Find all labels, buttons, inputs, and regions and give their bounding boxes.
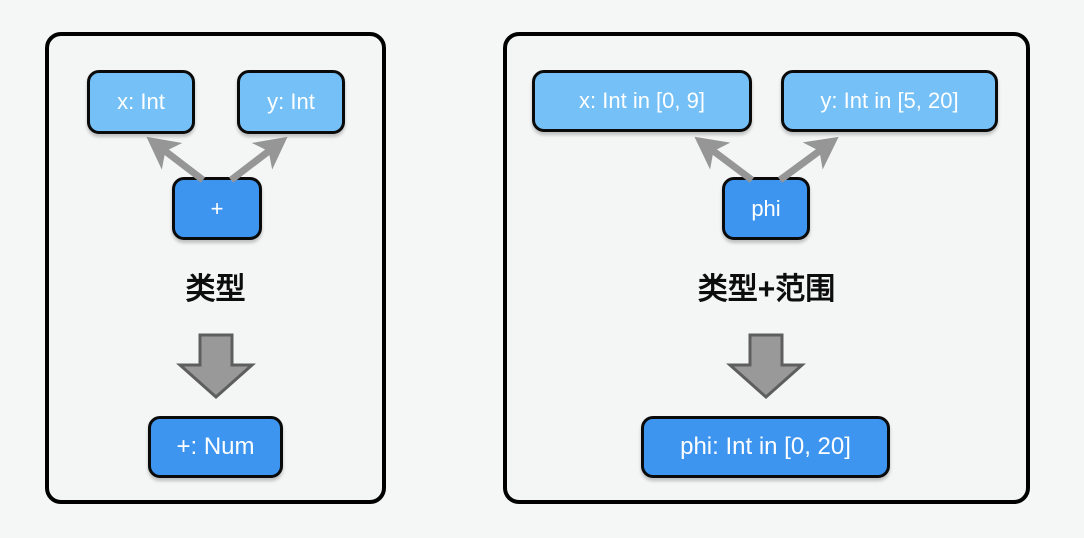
node-result-right[interactable]: phi: Int in [0, 20] <box>641 416 890 478</box>
caption-type-plus-range: 类型+范围 <box>697 273 836 306</box>
node-variable-y-right[interactable]: y: Int in [5, 20] <box>781 70 998 132</box>
node-result-left[interactable]: +: Num <box>148 416 283 478</box>
node-variable-y-left[interactable]: y: Int <box>237 70 345 134</box>
node-operator-left[interactable]: + <box>172 177 262 240</box>
node-variable-x-right[interactable]: x: Int in [0, 9] <box>532 70 752 132</box>
node-variable-x-left[interactable]: x: Int <box>87 70 195 134</box>
node-operator-right[interactable]: phi <box>722 177 810 240</box>
caption-type-only: 类型 <box>185 273 246 306</box>
